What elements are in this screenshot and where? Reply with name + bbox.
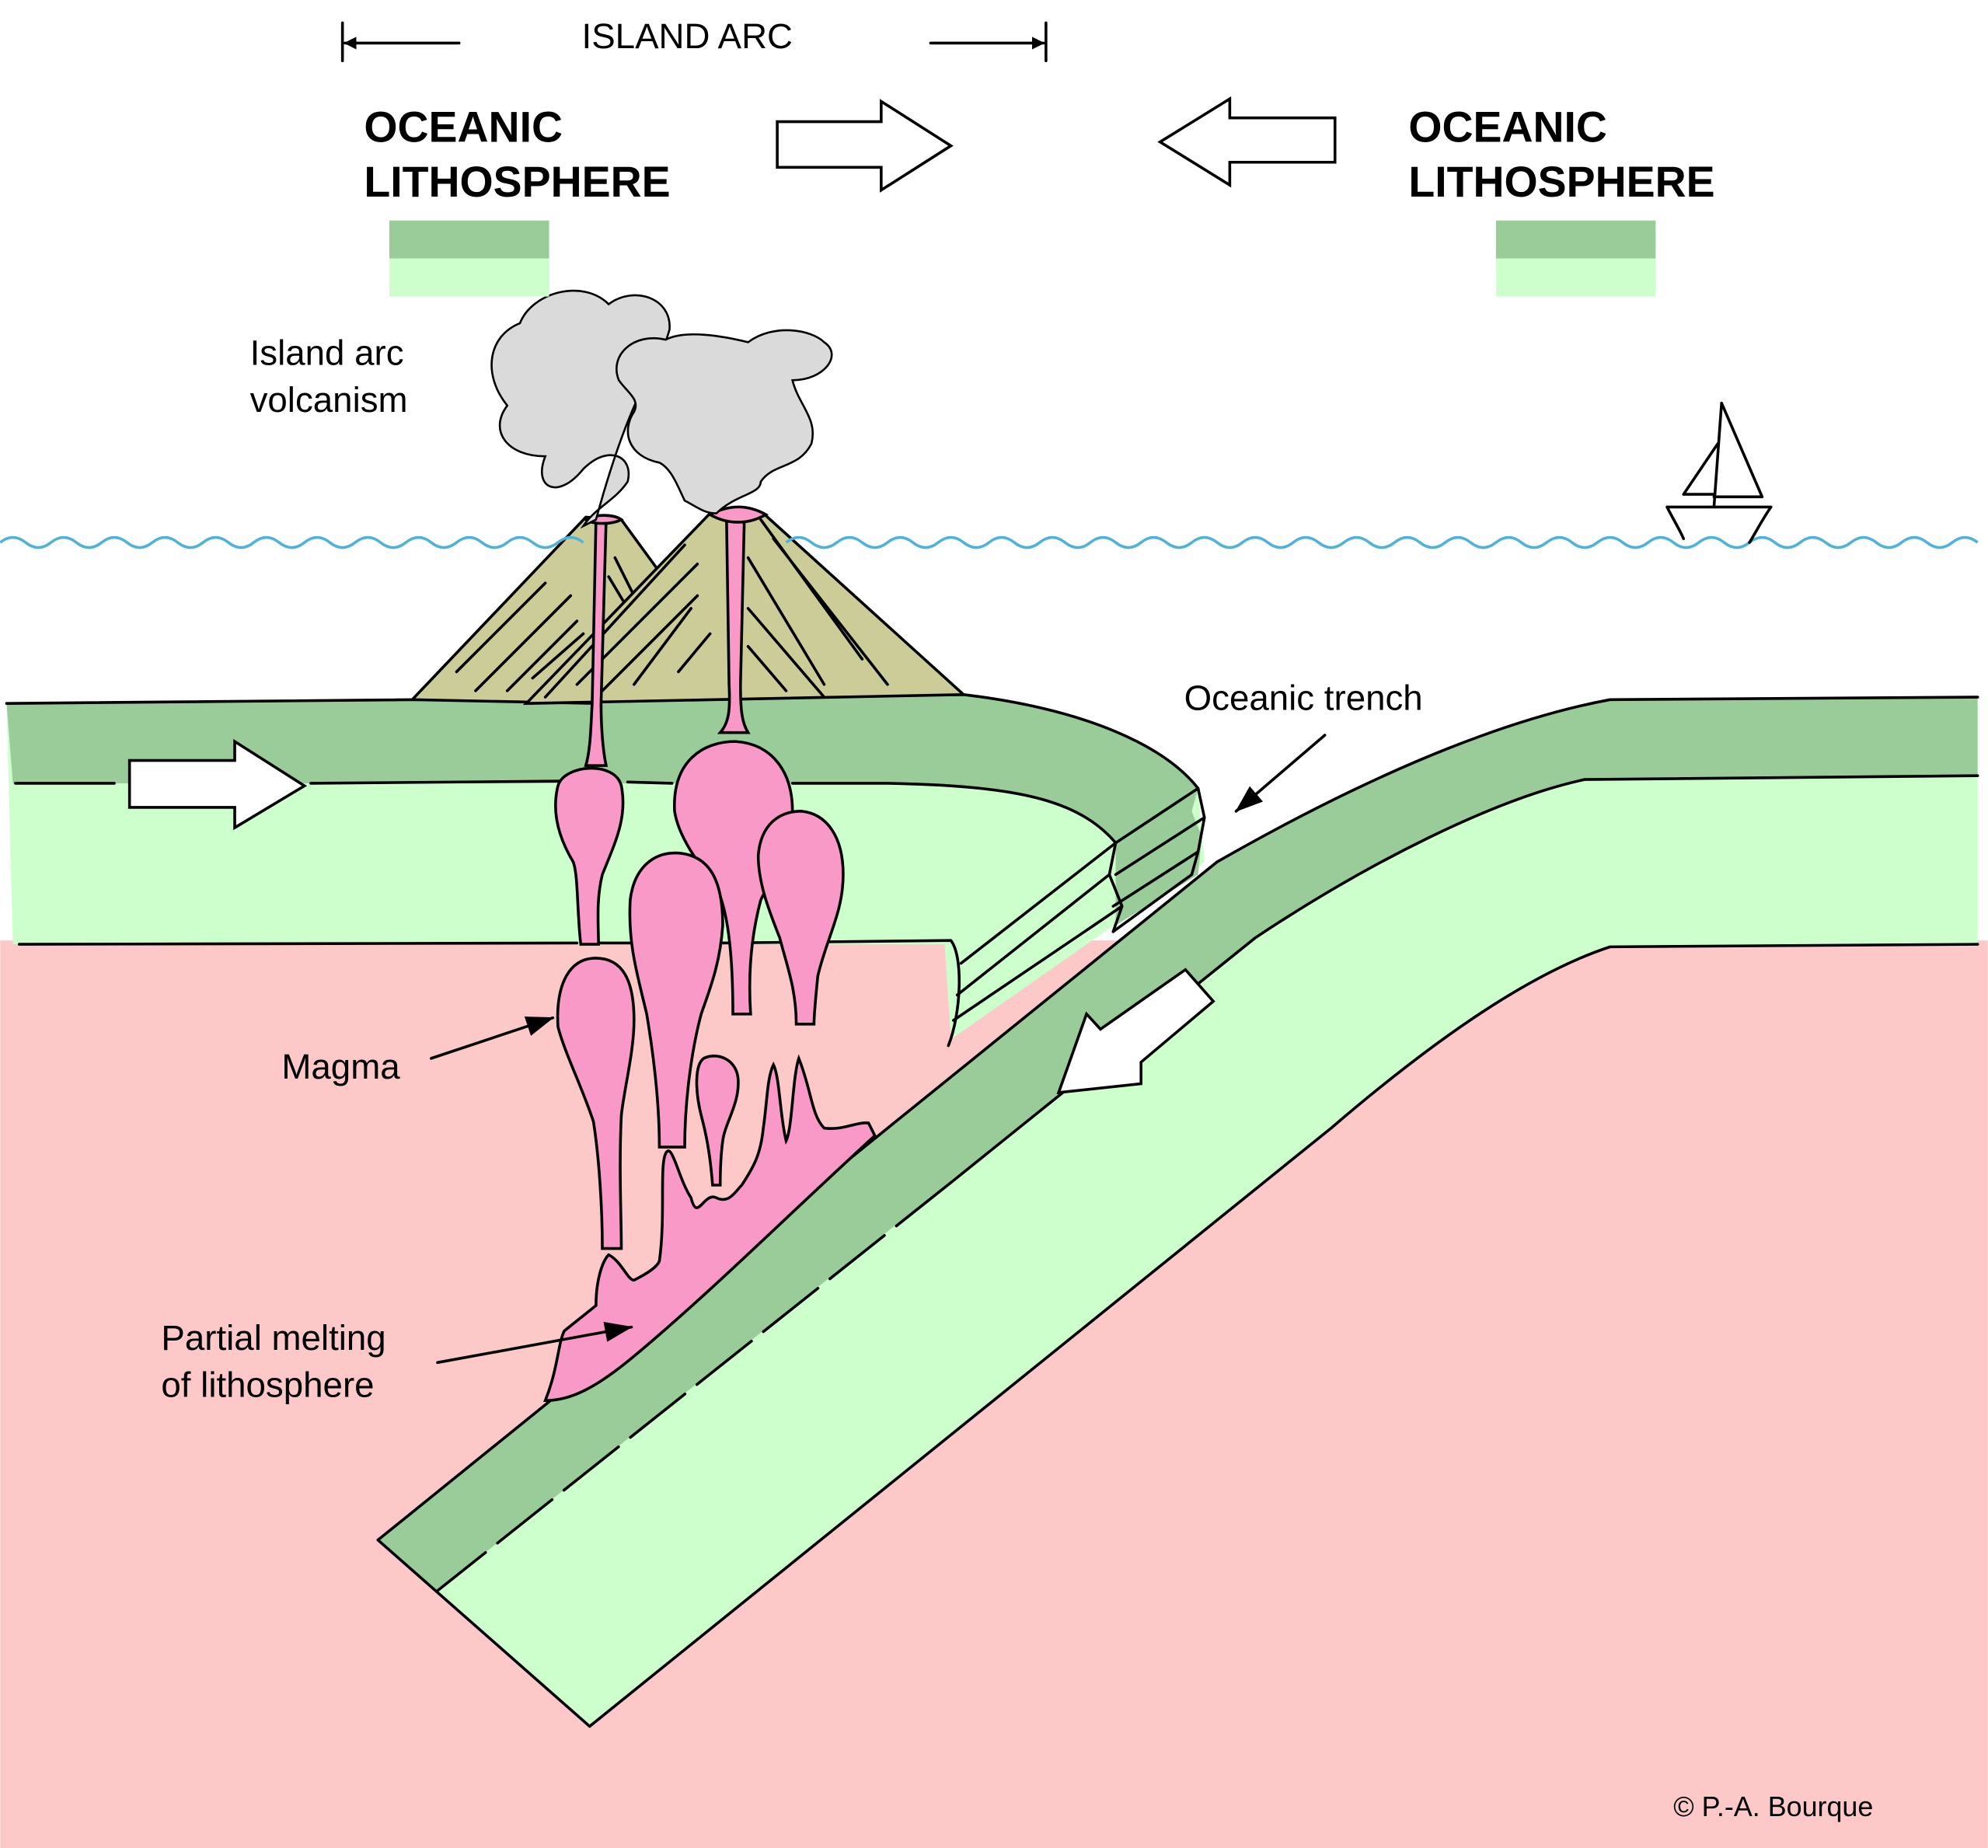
trench-pointer [1234, 734, 1327, 813]
magma-pointer [430, 1016, 555, 1060]
volcanoes [409, 505, 968, 767]
trench-label: Oceanic trench [1184, 678, 1423, 717]
sailboat-icon [1665, 401, 1773, 544]
right-plate-motion-arrow [1157, 96, 1337, 188]
left-plate-motion-arrow [776, 99, 954, 193]
left-lithosphere-swatch [389, 220, 549, 297]
magma-diapirs [554, 740, 845, 1250]
island-arc-label: ISLAND ARC [582, 16, 793, 56]
subduction-direction-arrow [1056, 968, 1215, 1095]
ash-clouds [490, 289, 833, 529]
left-plate-title-line2: LITHOSPHERE [364, 158, 670, 206]
sea-surface [0, 535, 1979, 549]
melting-pointer [436, 1321, 633, 1365]
melting-label-line1: Partial melting [161, 1318, 385, 1358]
right-lithosphere-swatch [1495, 220, 1656, 297]
subducting-plate [376, 696, 1979, 1728]
copyright: © P.-A. Bourque [1673, 1791, 1873, 1822]
volcanism-label-line1: Island arc [250, 333, 404, 373]
partial-melting-zone [542, 1054, 877, 1403]
right-plate-title-line2: LITHOSPHERE [1408, 158, 1714, 206]
right-plate-title-line1: OCEANIC [1408, 103, 1607, 152]
volcanism-label-line2: volcanism [250, 380, 408, 420]
melting-label-line2: of lithosphere [161, 1365, 374, 1404]
island-arc-span: ISLAND ARC [340, 16, 1048, 63]
left-plate-title-line1: OCEANIC [364, 103, 563, 152]
plate-motion-arrow [127, 738, 308, 831]
magma-label: Magma [281, 1047, 400, 1086]
